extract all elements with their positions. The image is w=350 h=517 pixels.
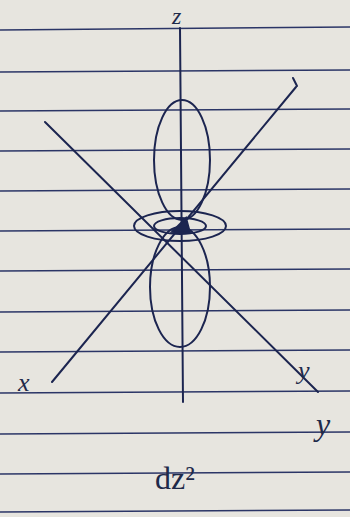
axis-label: x: [18, 370, 30, 396]
axis-label: y: [316, 408, 330, 440]
paper-lines: [0, 27, 350, 512]
axis-label: y: [298, 358, 310, 384]
axes-and-lobes: [45, 28, 318, 402]
axis-label: z: [172, 4, 181, 28]
orbital-caption: dz²: [155, 462, 195, 494]
